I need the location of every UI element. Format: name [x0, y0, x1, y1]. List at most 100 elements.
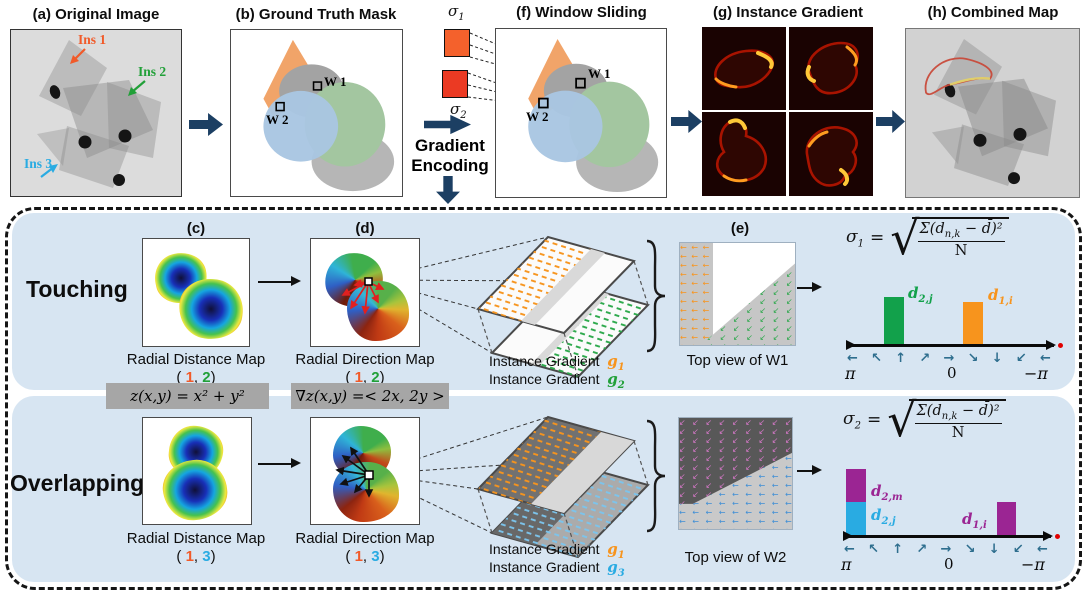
instance-gradient-tile-2 — [789, 27, 873, 110]
sigma1-label: σ1 — [448, 2, 465, 23]
arrow-f-to-g-icon — [671, 110, 702, 133]
touching-distance-pair: ( 1, 2) — [176, 369, 216, 386]
overlapping-axis-right-head — [1043, 531, 1053, 541]
w1-label-b: W 1 — [324, 74, 347, 89]
panel-f-window-sliding — [495, 28, 667, 198]
overlapping-direction-dial: ←↖↑↗→↘↓↙← — [844, 542, 1048, 557]
touching-bar-d2j — [884, 297, 904, 345]
overlapping-axis-left-head — [843, 531, 853, 541]
panel-b-ground-truth-mask — [230, 29, 403, 197]
w2-window-marker-f — [538, 97, 549, 109]
cells-illustration — [37, 40, 161, 188]
overlapping-radial-direction-map — [310, 417, 420, 525]
label-e: (e) — [730, 220, 750, 237]
overlapping-row-label: Overlapping — [10, 470, 145, 496]
touching-axis-left-head — [846, 340, 856, 350]
arrow-e2-to-hist-icon — [797, 464, 822, 477]
touching-ig-label-2: Instance Gradient g2 — [489, 370, 625, 391]
touching-bar-d1i — [963, 302, 983, 345]
touching-ig-label-1: Instance Gradient g1 — [489, 352, 625, 373]
touching-axis-end-dot — [1058, 343, 1063, 348]
touching-tick-negpi: −π — [1024, 364, 1048, 383]
touching-direction-pair: ( 1, 2) — [345, 369, 385, 386]
instance-gradient-tile-4 — [789, 112, 873, 196]
overlapping-tick-pi: π — [841, 555, 852, 574]
overlapping-bar-d1i — [997, 502, 1016, 536]
touching-row-label: Touching — [26, 276, 128, 302]
touching-hist-axis — [846, 344, 1054, 347]
w2-label-f: W 2 — [526, 109, 549, 124]
panel-b-title: (b) Ground Truth Mask — [235, 6, 397, 23]
touching-direction-caption: Radial Direction Map — [295, 351, 435, 368]
touching-gradient-planes — [369, 235, 650, 379]
instance-gradient-tile-1 — [702, 27, 786, 110]
touching-tick-zero: 0 — [947, 364, 957, 382]
mask-illustration — [263, 39, 395, 192]
overlapping-ig-label-1: Instance Gradient g1 — [489, 540, 625, 561]
overlapping-bar-d1i-label: d1,i — [962, 510, 987, 531]
ins1-label: Ins 1 — [78, 32, 107, 47]
label-d: (d) — [355, 220, 375, 237]
w1-label-f: W 1 — [588, 66, 611, 81]
overlapping-brace-icon — [646, 419, 666, 533]
arrow-c-to-d-icon — [258, 275, 301, 288]
overlapping-radial-distance-map — [142, 417, 252, 525]
touching-sigma-equation: σ1 = √ Σ(dn,k − d̄)² N — [846, 215, 1009, 261]
sigma2-window-swatch — [442, 70, 468, 98]
w2-label-b: W 2 — [266, 112, 289, 127]
gradient-encoding-line1: Gradient — [415, 136, 485, 155]
mask-illustration-f — [528, 38, 659, 193]
sigma1-window-swatch — [444, 29, 470, 57]
instance-gradient-tile-3 — [702, 112, 786, 196]
w1-window-marker — [312, 81, 323, 91]
gradient-encoding-line2: Encoding — [411, 156, 489, 175]
overlapping-sigma-equation: σ2 = √ Σ(dn,k − d̄)² N — [843, 397, 1006, 443]
touching-brace-icon — [646, 239, 666, 353]
overlapping-tick-negpi: −π — [1021, 555, 1045, 574]
ins2-label: Ins 2 — [138, 64, 167, 79]
overlapping-bar-d2m-label: d2,m — [871, 482, 903, 503]
touching-radial-direction-map — [310, 238, 420, 347]
overlapping-distance-pair: ( 1, 3) — [176, 548, 216, 565]
overlapping-ig-label-2: Instance Gradient g3 — [489, 558, 625, 579]
ins2-arrow-icon — [131, 80, 146, 93]
overlapping-top-view-w2: ← ← ← ← ← ← ← ← ← ← ← ← ← ← ← ← ← ← ← ← … — [678, 417, 793, 530]
overlapping-direction-caption: Radial Direction Map — [295, 530, 435, 547]
w1-orange-arrow-field: ← ← ← ← ← ← ← ← ← ← ← ← ← ← ← ← ← ← ← ← … — [680, 243, 713, 345]
overlapping-direction-arrows — [335, 446, 374, 498]
touching-bar-d1i-label: d1,i — [988, 286, 1013, 307]
panel-a-original-image — [10, 29, 182, 197]
arrow-g-to-h-icon — [876, 110, 905, 133]
overlapping-distance-caption: Radial Distance Map — [126, 530, 266, 547]
overlapping-direction-pair: ( 1, 3) — [345, 548, 385, 565]
touching-radial-distance-map — [142, 238, 250, 347]
touching-direction-arrows — [341, 277, 385, 315]
w1-window-marker-f — [575, 77, 586, 89]
overlapping-hist-axis — [843, 535, 1051, 538]
touching-top-view-caption: Top view of W1 — [686, 352, 789, 369]
panel-a-title: (a) Original Image — [32, 6, 160, 23]
arrow-e-to-hist-icon — [797, 281, 822, 294]
panel-h-title: (h) Combined Map — [927, 4, 1059, 21]
touching-axis-right-head — [1046, 340, 1056, 350]
panel-f-title: (f) Window Sliding — [516, 4, 647, 21]
overlapping-tick-zero: 0 — [944, 555, 954, 573]
overlapping-bar-d2j-label: d2,j — [871, 506, 896, 527]
arrow-encoding-down-icon — [436, 176, 460, 204]
panel-g-title: (g) Instance Gradient — [712, 4, 864, 21]
overlapping-bar-d2j — [846, 502, 866, 536]
touching-tick-pi: π — [845, 364, 856, 383]
touching-top-view-w1: ← ← ← ← ← ← ← ← ← ← ← ← ← ← ← ← ← ← ← ← … — [679, 242, 796, 346]
gradient-formula-box: ∇z(x,y) =< 2x, 2y > — [291, 383, 449, 409]
sigma2-label: σ2 — [450, 100, 467, 121]
ins3-label: Ins 3 — [24, 156, 53, 171]
combined-map-illustration — [924, 38, 1056, 187]
arrow-a-to-b-icon — [189, 113, 223, 136]
touching-bar-d2j-label: d2,j — [908, 284, 933, 305]
w2-window-marker — [275, 101, 285, 112]
touching-direction-dial: ←↖↑↗→↘↓↙← — [847, 351, 1051, 366]
overlapping-bar-d2m — [846, 469, 866, 502]
z-formula-box: z(x,y) = x² + y² — [106, 383, 269, 409]
label-c: (c) — [186, 220, 206, 237]
